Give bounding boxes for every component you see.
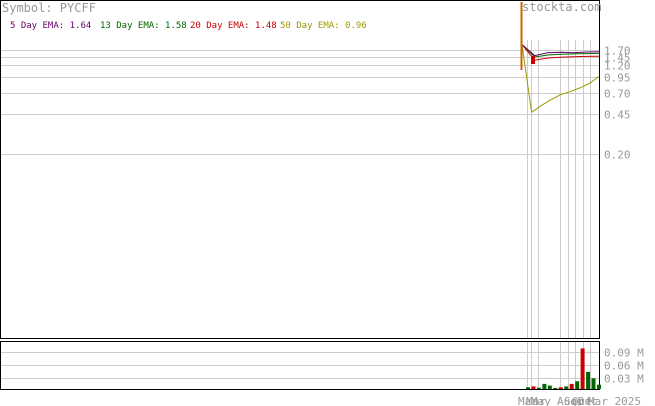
price-panel — [0, 0, 600, 339]
legend-ema20: 20 Day EMA: 1.48 — [190, 21, 277, 31]
volume-gridlines — [1, 352, 599, 379]
date-tick-label: Sep — [564, 395, 584, 406]
price-tick-label: 0.70 — [604, 88, 631, 101]
legend-ema5: 5 Day EMA: 1.64 — [10, 21, 91, 31]
ema5-line — [521, 44, 600, 57]
volume-bar — [553, 388, 558, 389]
date-tick-label: Oct — [572, 395, 592, 406]
date-tick-label: Dec — [578, 395, 598, 406]
ema-legend: 5 Day EMA: 1.64 13 Day EMA: 1.58 20 Day … — [10, 21, 367, 31]
volume-bar — [558, 387, 563, 389]
volume-axis: 0.09 M0.06 M0.03 M — [604, 347, 644, 386]
volume-bar — [597, 384, 601, 389]
volume-bar — [536, 387, 541, 389]
volume-bar — [531, 386, 536, 389]
volume-bar — [591, 378, 596, 389]
volume-bar — [575, 381, 580, 389]
legend-ema13: 13 Day EMA: 1.58 — [100, 21, 187, 31]
price-tick-label: 1.70 — [604, 45, 631, 58]
volume-bar — [547, 385, 552, 389]
price-series — [520, 2, 600, 114]
volume-bar — [564, 386, 569, 389]
symbol-label: Symbol: PYCFF — [2, 1, 96, 15]
volume-bar — [586, 371, 591, 389]
price-axis: 1.701.451.200.95 0.70 0.45 0.20 — [604, 45, 631, 162]
price-tick-label: 0.95 — [604, 72, 631, 85]
date-tick-label: Mar — [526, 395, 546, 406]
price-tick-label: 1.45 — [604, 52, 631, 65]
volume-bar — [542, 383, 547, 389]
volume-bars — [526, 348, 601, 389]
legend-ema50: 50 Day EMA: 0.96 — [280, 21, 367, 31]
date-tick-label: May — [531, 395, 551, 406]
brand-label: stockta.com — [522, 0, 601, 14]
price-tick-label: 0.20 — [604, 149, 631, 162]
price-tick-label: 1.20 — [604, 60, 631, 73]
ema50-line — [521, 44, 600, 114]
volume-tick-label: 0.09 M — [604, 347, 644, 360]
price-candle — [531, 56, 535, 64]
volume-bar — [526, 387, 530, 389]
volume-bar — [580, 348, 585, 389]
price-gridlines — [1, 50, 599, 155]
volume-tick-label: 0.06 M — [604, 360, 644, 373]
volume-bar — [569, 383, 574, 389]
volume-tick-label: 0.03 M — [604, 373, 644, 386]
price-tick-label: 0.45 — [604, 109, 631, 122]
date-tick-label: Mar — [518, 395, 538, 406]
date-tick-label: Mar 2025 — [588, 395, 641, 406]
date-tick-label: Aug — [557, 395, 577, 406]
